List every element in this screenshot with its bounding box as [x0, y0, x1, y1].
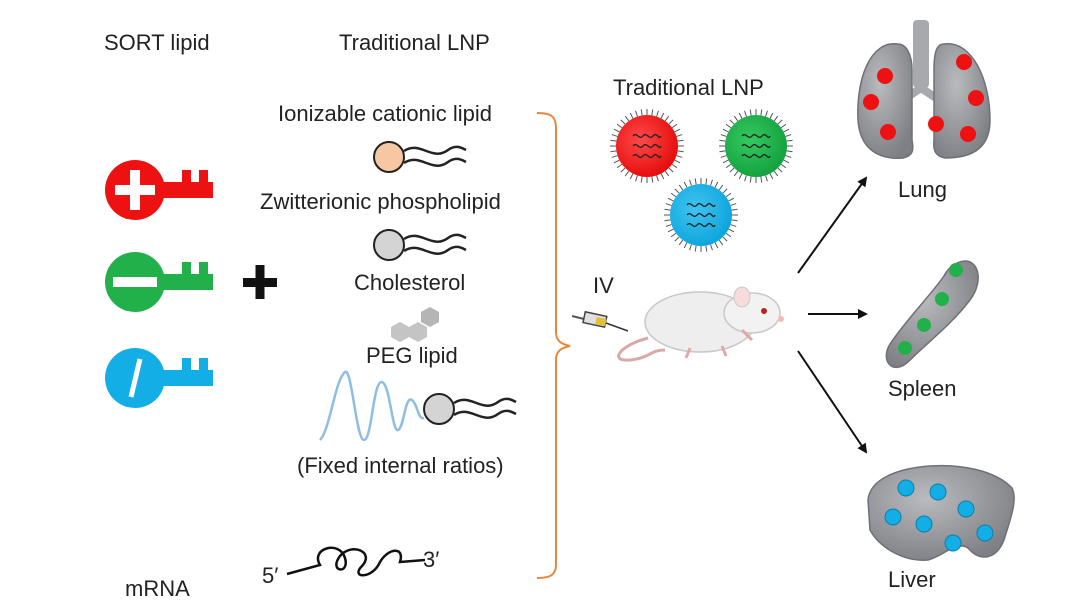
phospholipid-icon: [373, 229, 467, 261]
cholesterol-label: Cholesterol: [354, 270, 466, 295]
peg-lipid-icon: [318, 370, 517, 442]
plus-icon: [243, 265, 277, 299]
fixed-ratios-label: (Fixed internal ratios): [297, 453, 504, 478]
syringe-icon: [571, 310, 629, 332]
lnp-red-particle: [610, 109, 684, 183]
peg-lipid-label: PEG lipid: [366, 343, 458, 368]
liver-icon: [867, 464, 1015, 561]
slash-key-icon: [105, 348, 213, 408]
mouse-icon: [617, 286, 784, 362]
ionizable-lipid-label: Ionizable cationic lipid: [278, 101, 493, 126]
mrna-strand-icon: [286, 546, 426, 577]
spleen-icon: [885, 260, 979, 369]
phospholipid-label: Zwitterionic phospholipid: [260, 189, 501, 214]
plus-key-icon: [105, 160, 213, 220]
lung-label: Lung: [898, 177, 947, 202]
arrow-to-liver: [797, 350, 868, 454]
spleen-label: Spleen: [888, 376, 957, 401]
cholesterol-icon: [391, 307, 439, 342]
lnp-blue-particle: [664, 178, 738, 252]
mrna-label: mRNA: [125, 576, 190, 601]
lung-icon: [857, 20, 991, 159]
composition-bracket: [536, 112, 571, 579]
minus-key-icon: [105, 252, 213, 312]
sort-lipid-label: SORT lipid: [104, 30, 210, 55]
five-prime-label: 5′: [262, 563, 279, 588]
lnp-green-particle: [719, 109, 793, 183]
iv-label: IV: [593, 273, 614, 298]
arrow-to-lung: [797, 176, 868, 274]
three-prime-label: 3′: [423, 547, 440, 572]
lnp-particles-label: Traditional LNP: [613, 75, 764, 100]
liver-label: Liver: [888, 567, 936, 592]
lnp-particles: [610, 109, 793, 252]
ionizable-lipid-icon: [373, 141, 467, 173]
traditional-lnp-header: Traditional LNP: [339, 30, 490, 55]
